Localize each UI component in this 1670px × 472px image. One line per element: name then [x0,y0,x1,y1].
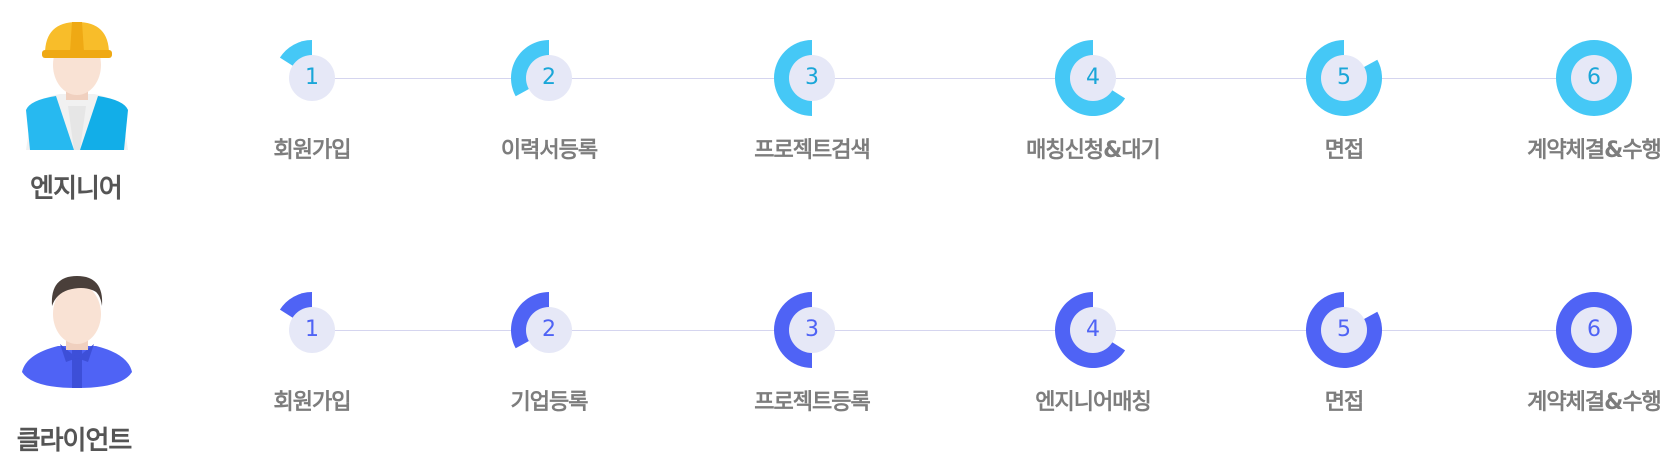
step-inner-disc [1571,55,1617,101]
step-inner-disc [1321,307,1367,353]
step-label: 계약체결&수행 [1527,138,1662,163]
step-number: 5 [1337,65,1351,90]
step-number: 5 [1337,317,1351,342]
step-label: 프로젝트등록 [754,390,870,415]
progress-track [312,330,1592,331]
progress-track [312,78,1592,79]
step-client-1: 1 회원가입 [212,290,412,420]
engineer-avatar-icon [26,22,128,150]
step-inner-disc [526,307,572,353]
step-number: 1 [305,65,319,90]
step-progress-ring [774,292,835,368]
client-face [53,284,101,344]
step-inner-disc [1070,55,1116,101]
step-progress-ring [279,40,335,101]
engineer-vest-right [80,96,128,150]
step-inner-disc [789,55,835,101]
step-label: 이력서등록 [500,138,598,163]
step-number: 4 [1086,317,1100,342]
step-label: 매칭신청&대기 [1026,138,1161,163]
step-number: 3 [805,65,819,90]
step-label: 계약체결&수행 [1527,390,1662,415]
step-label: 면접 [1324,138,1364,163]
step-number: 6 [1587,317,1601,342]
step-engineer-4: 4 매칭신청&대기 [993,38,1193,168]
step-inner-disc [1571,307,1617,353]
steps-client: 1 회원가입 2 기업등록 3 프로젝트등록 4 엔지니어매칭 5 면접 6 계약체결&수행 [0,252,1670,472]
step-engineer-1: 1 회원가입 [212,38,412,168]
step-client-2: 2 기업등록 [449,290,649,420]
step-engineer-6: 6 계약체결&수행 [1494,38,1670,168]
step-inner-disc [789,307,835,353]
step-client-3: 3 프로젝트등록 [712,290,912,420]
role-label-client: 클라이언트 [16,426,133,456]
step-progress-ring [1055,292,1126,368]
step-client-4: 4 엔지니어매칭 [993,290,1193,420]
step-number: 6 [1587,65,1601,90]
step-client-6: 6 계약체결&수행 [1494,290,1670,420]
step-progress-ring [1556,292,1632,368]
step-progress-ring [511,292,572,353]
step-inner-disc [1070,307,1116,353]
step-number: 2 [542,317,556,342]
step-label: 엔지니어매칭 [1035,390,1151,415]
steps-engineer: 1 회원가입 2 이력서등록 3 프로젝트검색 4 매칭신청&대기 5 면접 6 계약체결&수행 [0,0,1670,220]
step-label: 회원가입 [273,138,352,163]
step-label: 프로젝트검색 [754,138,870,163]
role-label-engineer: 엔지니어 [30,174,123,204]
step-number: 4 [1086,65,1100,90]
step-inner-disc [289,307,335,353]
step-label: 면접 [1324,390,1364,415]
step-engineer-2: 2 이력서등록 [449,38,649,168]
client-hair [51,276,103,306]
step-number: 2 [542,65,556,90]
step-inner-disc [289,55,335,101]
step-inner-disc [526,55,572,101]
engineer-vest-left [26,96,74,150]
step-client-5: 5 면접 [1244,290,1444,420]
step-progress-ring [1306,40,1382,116]
step-engineer-5: 5 면접 [1244,38,1444,168]
step-inner-disc [1321,55,1367,101]
step-progress-ring [1556,40,1632,116]
step-engineer-3: 3 프로젝트검색 [712,38,912,168]
step-number: 3 [805,317,819,342]
step-progress-ring [279,292,335,353]
step-progress-ring [511,40,572,101]
client-avatar-icon [22,276,132,388]
step-progress-ring [1306,292,1382,368]
step-number: 1 [305,317,319,342]
engineer-process-row: 엔지니어 1 회원가입 2 이력서등록 3 프로젝트검색 4 매칭신청&대기 5 면접 6 계약체결&… [0,0,1670,220]
step-progress-ring [1055,40,1126,116]
client-process-row: 클라이언트 1 회원가입 2 기업등록 3 프로젝트등록 4 엔지니어매칭 5 면접 6 계약체결&수… [0,252,1670,472]
step-label: 기업등록 [510,390,589,415]
step-label: 회원가입 [273,390,352,415]
step-progress-ring [774,40,835,116]
